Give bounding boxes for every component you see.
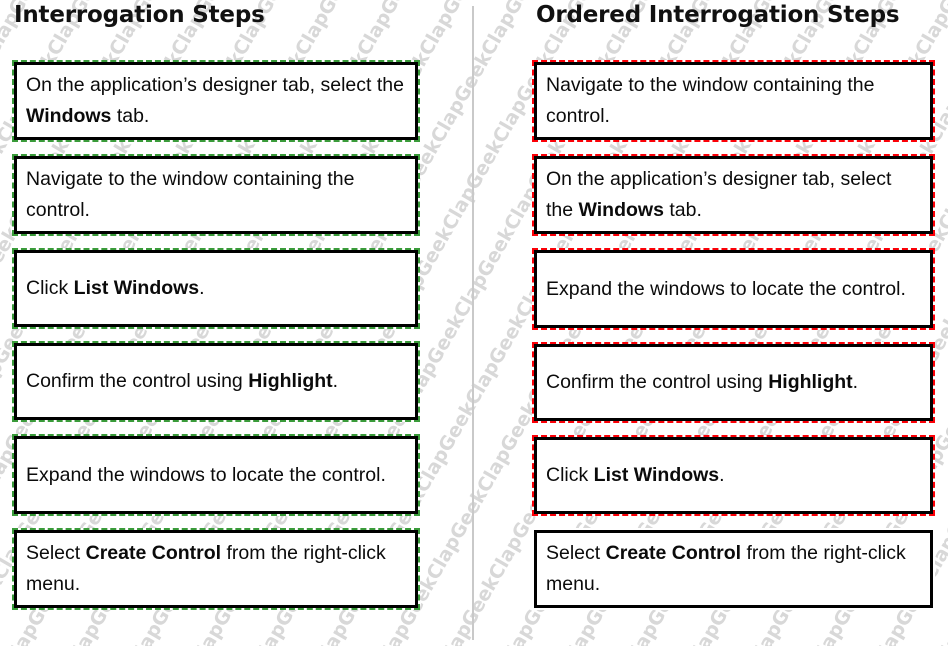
step-text-emphasis: List Windows bbox=[593, 464, 720, 486]
column-divider bbox=[472, 6, 474, 640]
page-title-right: Ordered Interrogation Steps bbox=[536, 2, 900, 28]
step-text: Navigate to the window containing the co… bbox=[546, 74, 875, 127]
step-list-left: On the application’s designer tab, selec… bbox=[12, 60, 420, 622]
step-box[interactable]: Click List Windows. bbox=[532, 435, 935, 516]
step-text: Select Create Control from the right-cli… bbox=[546, 542, 906, 595]
step-text: Navigate to the window containing the co… bbox=[26, 168, 355, 221]
step-text: Expand the windows to locate the control… bbox=[546, 277, 906, 300]
step-text-emphasis: Windows bbox=[578, 199, 664, 221]
ordered-interrogation-steps-column: Ordered Interrogation Steps Navigate to … bbox=[474, 0, 948, 646]
step-box[interactable]: Select Create Control from the right-cli… bbox=[12, 528, 420, 610]
step-list-right: Navigate to the window containing the co… bbox=[532, 60, 935, 622]
step-box[interactable]: Select Create Control from the right-cli… bbox=[532, 528, 935, 610]
step-text: Expand the windows to locate the control… bbox=[26, 463, 386, 486]
step-text: On the application’s designer tab, selec… bbox=[546, 168, 892, 221]
step-text-emphasis: Highlight bbox=[768, 371, 853, 393]
step-box[interactable]: Click List Windows. bbox=[12, 248, 420, 329]
step-text-emphasis: List Windows bbox=[73, 277, 200, 299]
interrogation-steps-column: Interrogation Steps On the application’s… bbox=[12, 2, 420, 622]
step-text-emphasis: Highlight bbox=[248, 370, 333, 392]
step-box[interactable]: Expand the windows to locate the control… bbox=[12, 434, 420, 516]
step-text: Confirm the control using Highlight. bbox=[546, 371, 859, 393]
step-text-emphasis: Create Control bbox=[605, 542, 742, 564]
step-box[interactable]: On the application’s designer tab, selec… bbox=[12, 60, 420, 142]
step-box[interactable]: Navigate to the window containing the co… bbox=[532, 60, 935, 142]
step-text: Click List Windows. bbox=[546, 464, 725, 486]
step-text: Confirm the control using Highlight. bbox=[26, 370, 339, 392]
step-text: Select Create Control from the right-cli… bbox=[26, 542, 386, 595]
step-box[interactable]: On the application’s designer tab, selec… bbox=[532, 154, 935, 236]
step-box[interactable]: Navigate to the window containing the co… bbox=[12, 154, 420, 236]
page-title-left: Interrogation Steps bbox=[14, 2, 265, 28]
step-text: On the application’s designer tab, selec… bbox=[26, 74, 404, 127]
step-text: Click List Windows. bbox=[26, 277, 205, 299]
step-text-emphasis: Create Control bbox=[85, 542, 222, 564]
step-box[interactable]: Confirm the control using Highlight. bbox=[12, 341, 420, 422]
step-box[interactable]: Expand the windows to locate the control… bbox=[532, 248, 935, 330]
step-box[interactable]: Confirm the control using Highlight. bbox=[532, 342, 935, 423]
step-text-emphasis: Windows bbox=[26, 105, 112, 127]
